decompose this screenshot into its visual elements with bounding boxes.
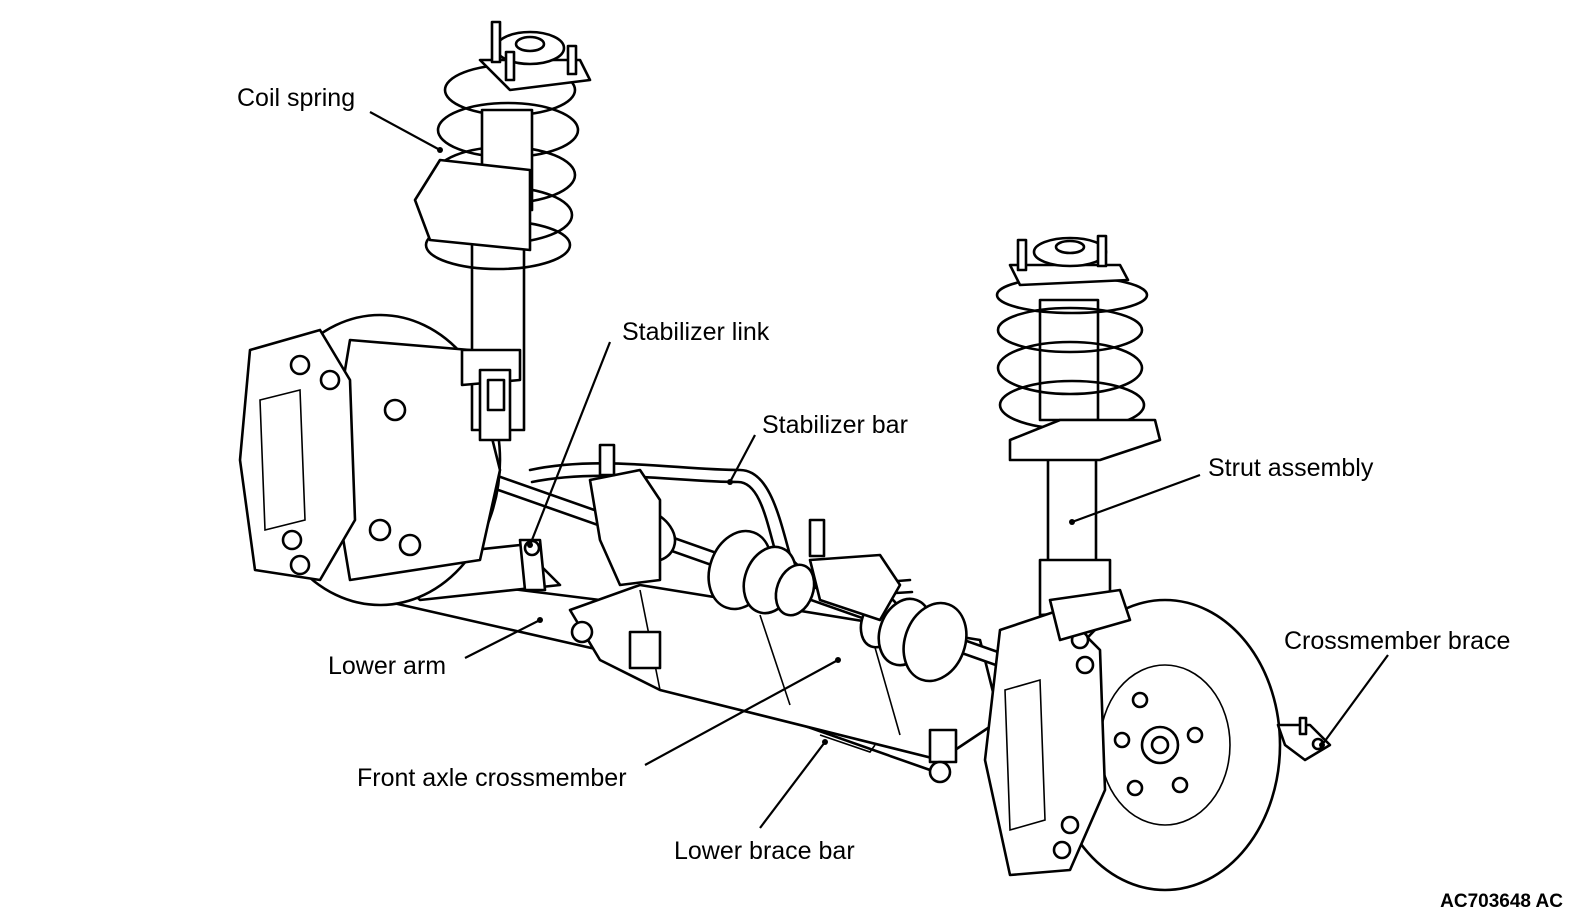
right-hub-assembly xyxy=(983,588,1282,892)
stabilizer-link-part xyxy=(518,538,547,592)
right-strut-part xyxy=(995,234,1162,617)
label-crossmember-brace: Crossmember brace xyxy=(1284,627,1510,655)
suspension-illustration xyxy=(238,20,1332,892)
leader-strut-assembly xyxy=(1071,473,1201,524)
label-lower-brace-bar: Lower brace bar xyxy=(674,837,855,865)
label-stabilizer-link: Stabilizer link xyxy=(622,318,770,346)
left-strut-part xyxy=(413,20,592,442)
leader-front-axle-crossmember xyxy=(644,659,839,766)
callout-labels: Coil spring Stabilizer link Stabilizer b… xyxy=(237,84,1563,912)
label-strut-assembly: Strut assembly xyxy=(1208,454,1374,482)
leader-crossmember-brace xyxy=(1321,654,1389,746)
label-coil-spring: Coil spring xyxy=(237,84,355,112)
leader-stabilizer-bar xyxy=(729,434,756,483)
leader-lines xyxy=(369,111,1389,829)
leader-lower-brace-bar xyxy=(759,741,826,829)
label-lower-arm: Lower arm xyxy=(328,652,446,680)
left-hub-assembly xyxy=(238,313,502,607)
label-front-axle-crossmember: Front axle crossmember xyxy=(357,764,627,792)
figure-id: AC703648 AC xyxy=(1440,891,1563,912)
crossmember-brace-part xyxy=(1276,716,1332,762)
crossmember-mount-part xyxy=(588,443,902,622)
label-stabilizer-bar: Stabilizer bar xyxy=(762,411,908,439)
leader-lower-arm xyxy=(464,619,541,659)
leader-stabilizer-link xyxy=(528,341,612,546)
leader-coil-spring xyxy=(369,111,441,151)
